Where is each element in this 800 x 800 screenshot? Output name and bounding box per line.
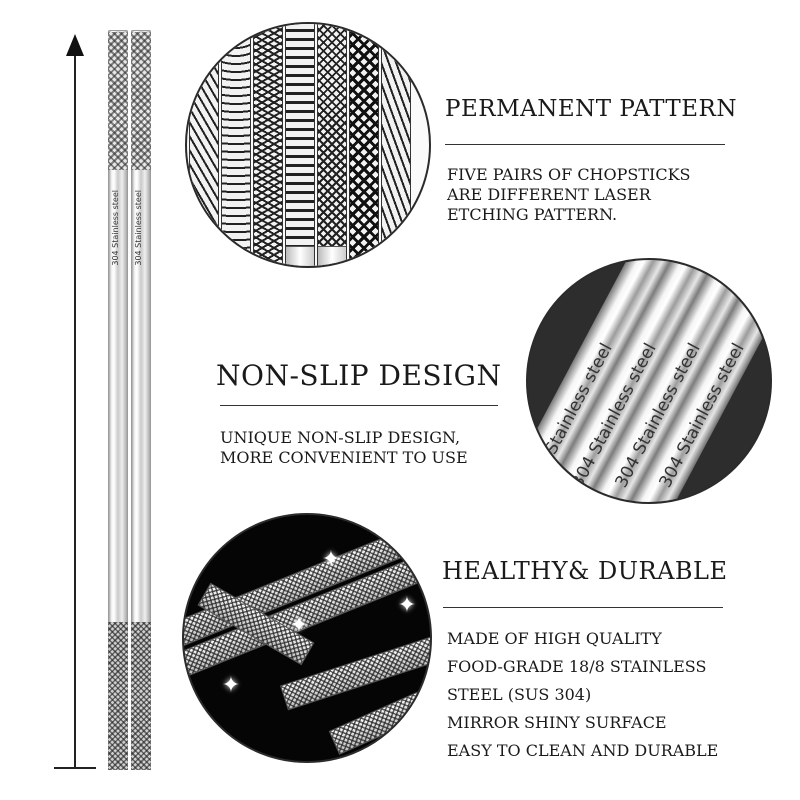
- desc-line: MADE OF HIGH QUALITY: [447, 629, 662, 648]
- patterned-stick: [253, 24, 283, 266]
- desc-line: UNIQUE NON-SLIP DESIGN,: [220, 428, 461, 447]
- feature-title-healthy: HEALTHY& DURABLE: [442, 557, 728, 585]
- desc-line: MIRROR SHINY SURFACE: [447, 713, 667, 732]
- desc-line: ETCHING PATTERN.: [447, 205, 618, 224]
- chopstick-right: 304 Stainless steel: [131, 30, 151, 770]
- feature-title-pattern: PERMANENT PATTERN: [445, 96, 737, 122]
- patterned-stick: [349, 24, 379, 266]
- stick-engraving-text: 304 Stainless steel: [134, 190, 143, 266]
- arrow-up-icon: [66, 34, 84, 56]
- sparkle-icon: ✦: [221, 673, 241, 698]
- pattern-closeup-image: [185, 22, 431, 268]
- feature-desc-nonslip: UNIQUE NON-SLIP DESIGN, MORE CONVENIENT …: [220, 428, 468, 468]
- stick-plain-section: [318, 246, 346, 266]
- non-slip-tip: [108, 622, 128, 770]
- divider: [445, 144, 725, 145]
- etched-pattern-top: [108, 32, 128, 170]
- length-dimension-line: [74, 40, 76, 768]
- patterned-stick: [221, 24, 251, 266]
- length-dimension-foot: [54, 767, 96, 769]
- feature-desc-healthy: MADE OF HIGH QUALITY FOOD-GRADE 18/8 STA…: [447, 625, 718, 765]
- patterned-stick: [285, 24, 315, 266]
- stick-plain-section: [286, 246, 314, 266]
- patterned-stick: [317, 24, 347, 266]
- patterned-stick: [189, 24, 219, 266]
- patterned-stick: [381, 24, 411, 266]
- divider: [220, 405, 498, 406]
- desc-line: EASY TO CLEAN AND DURABLE: [447, 741, 719, 760]
- feature-desc-pattern: FIVE PAIRS OF CHOPSTICKS ARE DIFFERENT L…: [447, 165, 691, 225]
- desc-line: FIVE PAIRS OF CHOPSTICKS: [447, 165, 691, 184]
- sparkle-icon: ✦: [397, 593, 417, 618]
- divider: [443, 607, 723, 608]
- sparkle-icon: ✦: [321, 547, 341, 572]
- feature-title-nonslip: NON-SLIP DESIGN: [216, 359, 502, 392]
- stick-engraving-text: 304 Stainless steel: [111, 190, 120, 266]
- desc-line: MORE CONVENIENT TO USE: [220, 448, 468, 467]
- desc-line: STEEL (SUS 304): [447, 685, 592, 704]
- shiny-surface-image: ✦ ✦ ✦ ✦: [182, 513, 432, 763]
- non-slip-tip: [131, 622, 151, 770]
- etched-pattern-top: [131, 32, 151, 170]
- engraving-closeup-image: 304 Stainless steel 304 Stainless steel …: [526, 258, 772, 504]
- desc-line: FOOD-GRADE 18/8 STAINLESS: [447, 657, 707, 676]
- chopstick-left: 304 Stainless steel: [108, 30, 128, 770]
- desc-line: ARE DIFFERENT LASER: [447, 185, 651, 204]
- sparkle-icon: ✦: [289, 613, 309, 638]
